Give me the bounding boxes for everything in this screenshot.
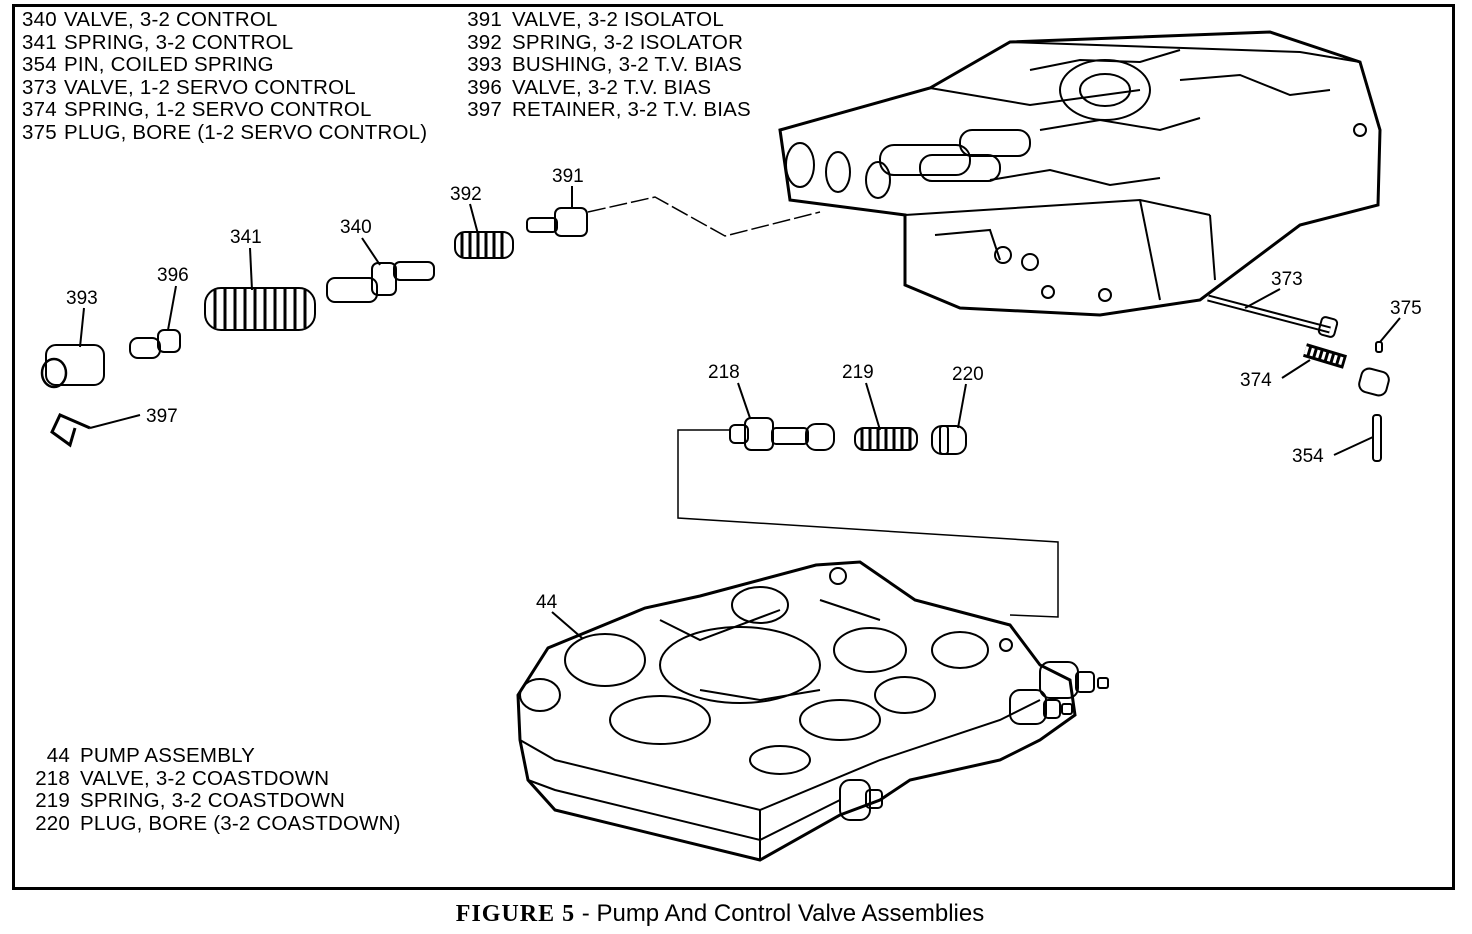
part-number: 354 — [22, 53, 57, 76]
legend-entry: 393 BUSHING, 3-2 T.V. BIAS — [466, 53, 751, 77]
diagram-frame — [12, 4, 1455, 890]
callout-374: 374 — [1240, 370, 1272, 391]
legend-entry: 220 PLUG, BORE (3-2 COASTDOWN) — [20, 811, 401, 836]
part-392-spring — [454, 231, 514, 259]
legend-entry: 218 VALVE, 3-2 COASTDOWN — [20, 766, 401, 791]
guide-line-upper — [587, 196, 821, 237]
legend-entry: 391 VALVE, 3-2 ISOLATOL — [466, 8, 751, 32]
callout-393: 393 — [66, 288, 98, 309]
part-220-plug — [931, 425, 967, 455]
part-374-spring — [1302, 343, 1348, 369]
part-description: SPRING, 1-2 SERVO CONTROL — [64, 98, 372, 121]
part-description: PLUG, BORE (3-2 COASTDOWN) — [80, 811, 401, 835]
part-number: 44 — [46, 744, 70, 767]
part-375-plug — [1358, 341, 1390, 397]
callout-354: 354 — [1292, 446, 1324, 467]
part-description: VALVE, 1-2 SERVO CONTROL — [64, 75, 356, 99]
part-description: PUMP ASSEMBLY — [80, 744, 256, 767]
callout-375: 375 — [1390, 298, 1422, 319]
legend-top-left: 340 VALVE, 3-2 CONTROL 341 SPRING, 3-2 CONT… — [22, 8, 428, 145]
part-description: SPRING, 3-2 ISOLATOR — [512, 30, 744, 54]
part-description: PIN, COILED SPRING — [64, 53, 274, 76]
callout-397: 397 — [146, 406, 178, 427]
part-description: VALVE, 3-2 ISOLATOL — [512, 8, 724, 31]
legend-entry: 396 VALVE, 3-2 T.V. BIAS — [466, 75, 751, 100]
part-219-spring — [854, 427, 918, 451]
part-description: RETAINER, 3-2 T.V. BIAS — [512, 98, 751, 121]
part-number: 218 — [35, 766, 70, 790]
part-number: 391 — [467, 8, 502, 31]
legend-top-right: 391 VALVE, 3-2 ISOLATOL 392 SPRING, 3-2 ISO… — [466, 8, 751, 122]
part-number: 220 — [35, 811, 70, 835]
leader-lines — [79, 186, 1401, 639]
figure-number: FIGURE 5 — [455, 901, 576, 927]
part-description: SPRING, 3-2 CONTROL — [64, 30, 294, 54]
callout-218: 218 — [708, 362, 740, 383]
part-number: 393 — [467, 53, 502, 76]
part-number: 375 — [22, 120, 57, 144]
callout-396: 396 — [157, 265, 189, 286]
part-number: 396 — [467, 75, 502, 99]
figure-title: - Pump And Control Valve Assemblies — [581, 900, 985, 927]
control-valve-body — [778, 30, 1382, 317]
part-340-valve — [326, 261, 435, 303]
part-number: 373 — [22, 75, 57, 99]
part-description: VALVE, 3-2 T.V. BIAS — [512, 75, 712, 99]
callout-373: 373 — [1271, 269, 1303, 290]
pump-assembly — [516, 560, 1109, 862]
part-description: VALVE, 3-2 COASTDOWN — [80, 766, 330, 790]
legend-entry: 340 VALVE, 3-2 CONTROL — [22, 8, 427, 32]
part-354-pin — [1372, 414, 1382, 462]
figure-caption: FIGURE 5 - Pump And Control Valve Assemb… — [0, 900, 1440, 928]
legend-entry: 397 RETAINER, 3-2 T.V. BIAS — [466, 98, 751, 122]
legend-entry: 375 PLUG, BORE (1-2 SERVO CONTROL) — [22, 120, 428, 145]
callout-391: 391 — [552, 166, 584, 187]
guide-line-lower — [677, 429, 1059, 618]
callout-220: 220 — [952, 364, 984, 385]
part-number: 397 — [467, 98, 502, 121]
callout-44: 44 — [536, 592, 558, 613]
part-396-valve — [129, 329, 181, 359]
callout-392: 392 — [450, 184, 482, 205]
legend-entry: 392 SPRING, 3-2 ISOLATOR — [466, 30, 751, 55]
part-description: VALVE, 3-2 CONTROL — [64, 8, 278, 31]
part-description: BUSHING, 3-2 T.V. BIAS — [512, 53, 742, 76]
legend-entry: 219 SPRING, 3-2 COASTDOWN — [20, 789, 401, 813]
legend-entry: 341 SPRING, 3-2 CONTROL — [22, 30, 427, 55]
legend-entry: 373 VALVE, 1-2 SERVO CONTROL — [22, 75, 427, 100]
callout-341: 341 — [230, 227, 262, 248]
part-number: 341 — [22, 30, 57, 54]
part-description: PLUG, BORE (1-2 SERVO CONTROL) — [64, 120, 428, 144]
part-218-valve — [729, 417, 835, 451]
legend-entry: 374 SPRING, 1-2 SERVO CONTROL — [22, 98, 427, 122]
part-number: 374 — [22, 98, 57, 121]
part-341-spring — [204, 287, 316, 331]
callout-219: 219 — [842, 362, 874, 383]
legend-entry: 44 PUMP ASSEMBLY — [20, 744, 401, 768]
part-number: 392 — [467, 30, 502, 54]
callout-340: 340 — [340, 217, 372, 238]
legend-entry: 354 PIN, COILED SPRING — [22, 53, 427, 77]
part-description: SPRING, 3-2 COASTDOWN — [80, 789, 346, 812]
part-397-retainer — [50, 413, 91, 448]
part-number: 340 — [22, 8, 57, 31]
part-373-valve — [1207, 294, 1339, 338]
part-393-bushing — [40, 344, 105, 389]
part-number: 219 — [35, 789, 70, 812]
part-391-valve — [526, 207, 588, 237]
